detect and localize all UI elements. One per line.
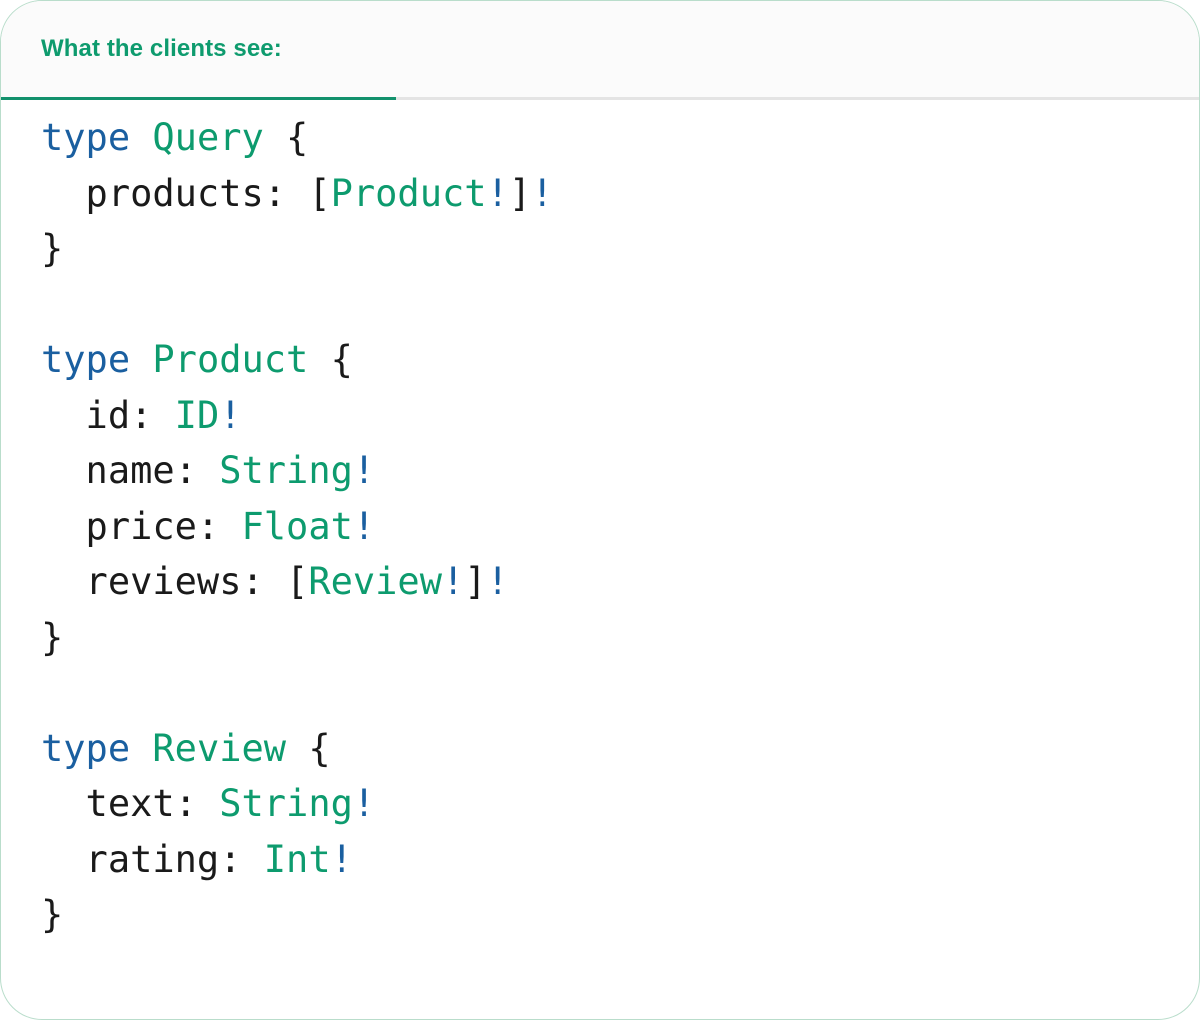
- code-line: [41, 277, 1199, 333]
- code-token-punc: [130, 116, 152, 159]
- code-line: text: String!: [41, 776, 1199, 832]
- code-token-field: text:: [41, 782, 197, 825]
- code-token-field: products:: [41, 171, 287, 215]
- code-line: type Product {: [41, 332, 1199, 388]
- code-token-punc: ]: [464, 560, 487, 603]
- code-token-punc: {: [308, 338, 353, 381]
- code-token-bang: !: [486, 560, 509, 603]
- code-line: type Review {: [41, 721, 1199, 777]
- tab-what-the-clients-see[interactable]: What the clients see:: [1, 1, 396, 100]
- code-token-bang: !: [531, 171, 554, 215]
- code-token-bang: !: [352, 782, 376, 825]
- code-token-kw: type: [41, 338, 131, 381]
- code-token-punc: [197, 449, 219, 492]
- code-token-type: Review: [308, 560, 442, 603]
- code-line: id: ID!: [41, 388, 1199, 444]
- code-token-punc: {: [263, 116, 309, 159]
- code-token-field: price:: [41, 504, 220, 548]
- tab-label: What the clients see:: [41, 35, 282, 62]
- code-line: }: [41, 610, 1199, 666]
- code-token-punc: [152, 394, 174, 437]
- graphql-schema-code[interactable]: type Query { products: [Product!]!} type…: [1, 100, 1199, 943]
- code-line: type Query {: [41, 110, 1199, 166]
- tab-strip: What the clients see:: [1, 1, 1199, 100]
- code-token-field: name:: [41, 449, 197, 492]
- code-token-punc: [: [286, 171, 331, 215]
- code-token-punc: [241, 838, 263, 881]
- code-token-field: rating:: [41, 837, 242, 881]
- code-token-punc: [197, 782, 219, 825]
- code-line: price: Float!: [41, 499, 1199, 555]
- code-line: }: [41, 887, 1199, 943]
- code-line: }: [41, 221, 1199, 277]
- code-token-punc: [130, 338, 152, 381]
- code-token-punc: {: [286, 726, 331, 770]
- code-token-type: String: [219, 449, 353, 492]
- code-token-bang: !: [441, 560, 465, 603]
- code-token-bang: !: [330, 837, 353, 881]
- code-token-punc: }: [41, 227, 64, 270]
- code-token-type: Float: [241, 504, 353, 548]
- code-line: [41, 665, 1199, 721]
- code-token-bang: !: [352, 449, 376, 492]
- code-line: reviews: [Review!]!: [41, 554, 1199, 610]
- code-token-punc: [219, 505, 241, 548]
- code-token-punc: [130, 727, 152, 770]
- code-token-type: Product: [330, 171, 487, 215]
- code-line: rating: Int!: [41, 832, 1199, 888]
- code-token-punc: [: [263, 560, 309, 603]
- code-token-field: reviews:: [41, 560, 264, 603]
- code-token-bang: !: [352, 504, 376, 548]
- code-token-type: ID: [174, 393, 220, 437]
- code-token-kw: type: [41, 116, 131, 159]
- code-line: name: String!: [41, 443, 1199, 499]
- code-line: products: [Product!]!: [41, 166, 1199, 222]
- code-token-bang: !: [486, 171, 509, 215]
- code-token-type: Query: [152, 116, 264, 159]
- code-token-type: Product: [152, 338, 309, 381]
- code-token-punc: ]: [508, 171, 532, 215]
- code-token-kw: type: [41, 726, 131, 770]
- code-token-type: String: [219, 782, 353, 825]
- code-token-bang: !: [219, 393, 242, 437]
- code-token-punc: }: [41, 615, 64, 659]
- code-token-punc: }: [41, 893, 64, 936]
- code-token-field: id:: [41, 393, 153, 437]
- code-token-type: Int: [263, 837, 331, 881]
- code-token-type: Review: [152, 726, 287, 770]
